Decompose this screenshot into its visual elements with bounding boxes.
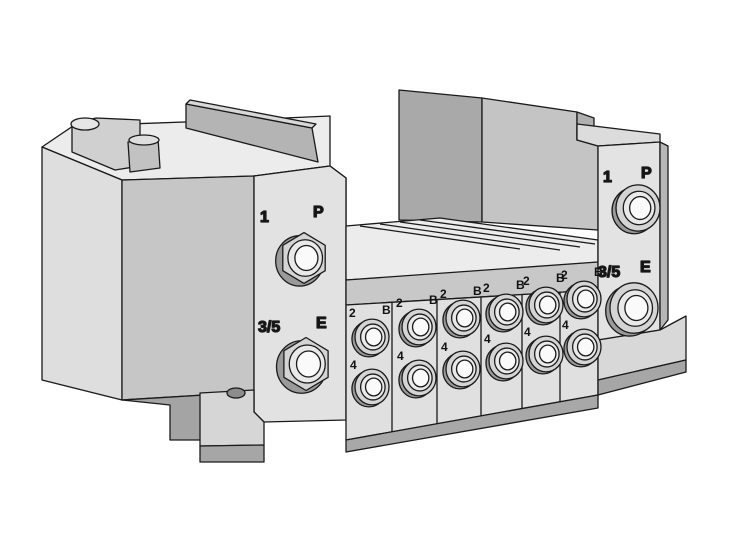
station-5-port-letter: B — [556, 271, 565, 285]
station-4-lower-port-number: 4 — [484, 332, 491, 346]
left-end-plate-labels: 1 P 3/5 E — [257, 203, 327, 336]
station-3-lower-port-fitting — [442, 350, 481, 390]
station-2-upper-port-fitting — [398, 308, 437, 348]
left-exhaust-port-fitting — [275, 336, 329, 394]
station-4-lower-port-fitting — [485, 342, 524, 382]
right-supply-port-number: 1 — [603, 169, 612, 186]
left-supply-port-number: 1 — [260, 209, 269, 226]
left-exhaust-port-letter: E — [316, 315, 327, 332]
mounting-hole-left — [226, 387, 246, 399]
station-5-upper-port-fitting — [525, 286, 564, 326]
station-1-port-number: 2 — [349, 306, 356, 320]
right-exhaust-port-letter: E — [640, 259, 651, 276]
station-4-port-number: 2 — [483, 281, 490, 295]
valve-station-tops — [345, 217, 599, 306]
right-exhaust-port-number: 3/5 — [598, 264, 620, 281]
station-6-port-letter: B — [594, 265, 603, 279]
station-5-lower-port-fitting — [525, 335, 564, 375]
station-3-upper-port-fitting — [442, 299, 481, 339]
right-exhaust-port-fitting — [605, 282, 659, 337]
left-exhaust-port-number: 3/5 — [258, 319, 280, 336]
station-2-port-letter: B — [429, 293, 438, 307]
station-3-port-number: 2 — [440, 287, 447, 301]
station-2-port-number: 2 — [396, 296, 403, 310]
station-4-port-letter: B — [516, 278, 525, 292]
station-4-upper-port-fitting — [485, 293, 524, 333]
station-1-upper-port-fitting — [351, 318, 390, 358]
station-2-lower-port-number: 4 — [397, 349, 404, 363]
station-5-lower-port-number: 4 — [524, 325, 531, 339]
station-6-lower-port-fitting — [563, 328, 602, 368]
left-solenoid-block — [41, 99, 331, 441]
station-6-lower-port-number: 4 — [562, 318, 569, 332]
station-6-port-number: 2 — [561, 268, 568, 282]
station-5-port-number: 2 — [523, 274, 530, 288]
left-supply-port-fitting — [275, 231, 326, 287]
right-supply-port-letter: P — [641, 165, 652, 182]
right-end-plate-back — [398, 89, 661, 231]
station-1-lower-port-number: 4 — [350, 358, 357, 372]
right-end-plate-labels: 1 P 3/5 E — [597, 164, 652, 281]
fittings-layer — [275, 184, 661, 408]
left-supply-port-letter: P — [313, 204, 324, 221]
station-2-lower-port-fitting — [398, 359, 437, 399]
station-6-upper-port-fitting — [563, 280, 602, 320]
right-supply-port-fitting — [611, 184, 661, 235]
station-1-lower-port-fitting — [351, 368, 390, 408]
station-1-port-letter: B — [382, 303, 391, 317]
station-3-port-letter: B — [473, 284, 482, 298]
station-3-lower-port-number: 4 — [441, 340, 448, 354]
